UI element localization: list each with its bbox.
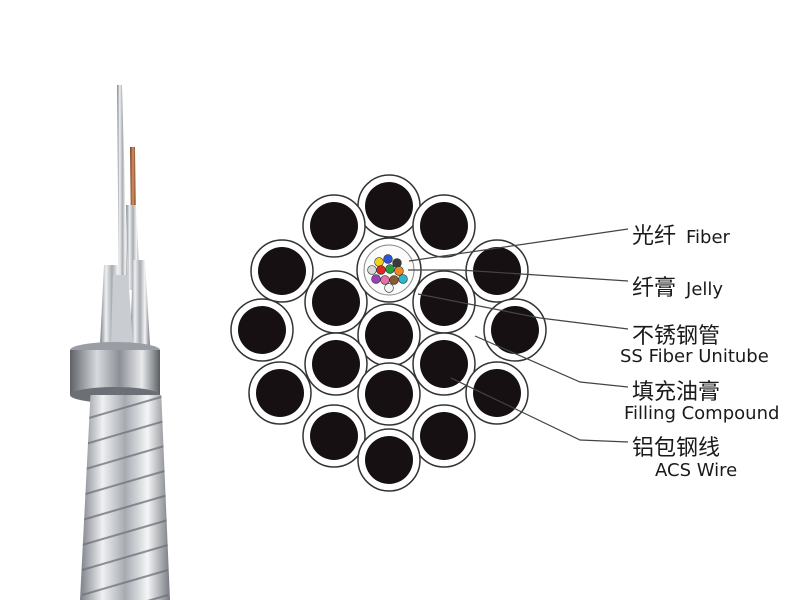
acs-wire-core-2: [420, 202, 468, 250]
label-acs-zh: 铝包钢线: [632, 436, 721, 461]
acs-wire-core-9: [365, 311, 413, 359]
optical-fiber-1: [383, 254, 393, 264]
optical-fiber-4: [376, 265, 386, 275]
label-ss-tube-zh: 不锈钢管: [632, 324, 721, 349]
label-filling-zh-wrap: 填充油膏: [632, 374, 720, 406]
leader-line-0: [408, 228, 629, 262]
acs-wire-core-7: [238, 306, 286, 354]
acs-wire-core-3: [258, 247, 306, 295]
acs-wire-core-4: [473, 247, 521, 295]
optical-fiber-5: [385, 264, 395, 274]
label-jelly: 纤膏 Jelly: [632, 270, 723, 302]
optical-fiber-9: [389, 275, 399, 285]
label-filling-zh: 填充油膏: [632, 380, 721, 405]
label-acs-en-wrap: ACS Wire: [655, 460, 737, 481]
optical-fiber-6: [394, 266, 404, 276]
label-fiber: 光纤 Fiber: [632, 218, 730, 250]
acs-wire-core-6: [420, 278, 468, 326]
optical-fiber-11: [384, 283, 394, 293]
leader-line-1: [408, 269, 629, 282]
label-jelly-zh: 纤膏: [632, 276, 677, 301]
optical-fiber-2: [392, 258, 402, 268]
leader-line-4: [450, 377, 629, 443]
optical-fiber-7: [371, 274, 381, 284]
leader-line-3: [474, 335, 629, 388]
label-acs-zh-wrap: 铝包钢线: [632, 430, 720, 462]
label-fiber-zh: 光纤: [632, 224, 677, 249]
acs-wire-core-15: [310, 412, 358, 460]
acs-wire-core-5: [312, 278, 360, 326]
optical-fiber-8: [380, 275, 390, 285]
acs-wire-core-0: [365, 182, 413, 230]
acs-wire-core-13: [473, 369, 521, 417]
label-fiber-en: Fiber: [686, 227, 730, 248]
acs-wire-core-16: [420, 412, 468, 460]
acs-wire-core-12: [256, 369, 304, 417]
label-ss-tube-en: SS Fiber Unitube: [620, 346, 769, 367]
acs-wire-core-1: [310, 202, 358, 250]
cable-stranded-bundle: [80, 394, 170, 600]
acs-wire-core-10: [312, 340, 360, 388]
label-filling-en: Filling Compound: [624, 403, 780, 424]
leader-line-2: [417, 293, 629, 330]
optical-fiber-3: [367, 265, 377, 275]
acs-wire-core-17: [365, 436, 413, 484]
label-filling-en-wrap: Filling Compound: [624, 403, 779, 424]
label-jelly-en: Jelly: [686, 279, 724, 300]
optical-fiber-10: [398, 274, 408, 284]
cable-band-clamp: [70, 342, 160, 403]
label-ss-tube-en-wrap: SS Fiber Unitube: [620, 346, 769, 367]
acs-wire-core-8: [491, 306, 539, 354]
cable-wire-strands-top: [100, 85, 150, 345]
acs-wire-core-11: [420, 340, 468, 388]
acs-wire-core-14: [365, 370, 413, 418]
optical-fiber-0: [374, 257, 384, 267]
label-ss-tube-zh-wrap: 不锈钢管: [632, 318, 720, 350]
label-acs-en: ACS Wire: [655, 460, 738, 481]
